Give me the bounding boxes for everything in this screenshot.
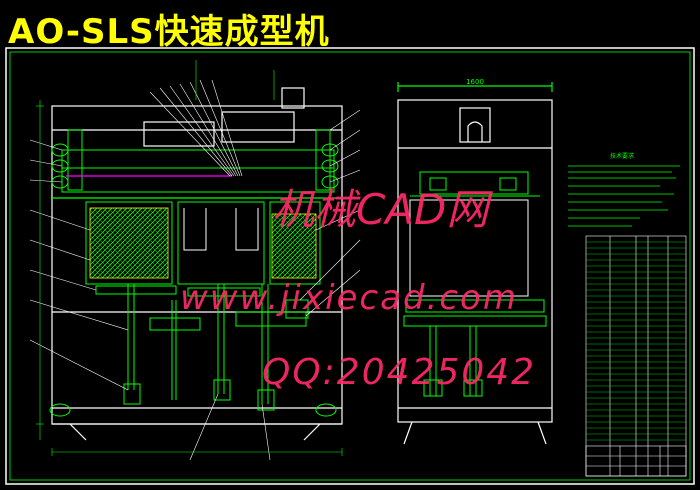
- drawing-border: [5, 47, 695, 485]
- technical-notes: [568, 165, 680, 227]
- title-block: [585, 445, 687, 477]
- front-view: [51, 87, 343, 441]
- parts-list-rows: [586, 241, 686, 441]
- watermark-url: www.jixiecad.com: [180, 278, 518, 318]
- watermark-site-name: 机械CAD网: [272, 185, 489, 234]
- side-view: [397, 82, 553, 445]
- powder-feed-chamber-left: [85, 201, 173, 285]
- side-cabinet-outline: [397, 99, 553, 423]
- front-mechanism: [49, 129, 339, 417]
- scanner-box: [281, 87, 305, 109]
- build-chamber-inner: [183, 208, 259, 251]
- notes-title: 技术要求: [610, 152, 634, 160]
- powder-feed-chamber-right: [269, 201, 321, 285]
- powder-fill-left: [89, 207, 169, 279]
- side-mechanism: [403, 171, 547, 397]
- powder-fill-right: [271, 213, 317, 279]
- drawing-title: AO-SLS快速成型机: [8, 12, 330, 52]
- side-view-dimension: 1600: [466, 78, 484, 86]
- drawing-border-inner: [9, 51, 691, 481]
- build-chamber: [177, 201, 265, 285]
- leader-lines: [29, 79, 361, 461]
- dimension-lines-left: [36, 60, 343, 456]
- laser-head-box: [221, 111, 295, 143]
- watermark-qq: QQ:20425042: [262, 352, 537, 393]
